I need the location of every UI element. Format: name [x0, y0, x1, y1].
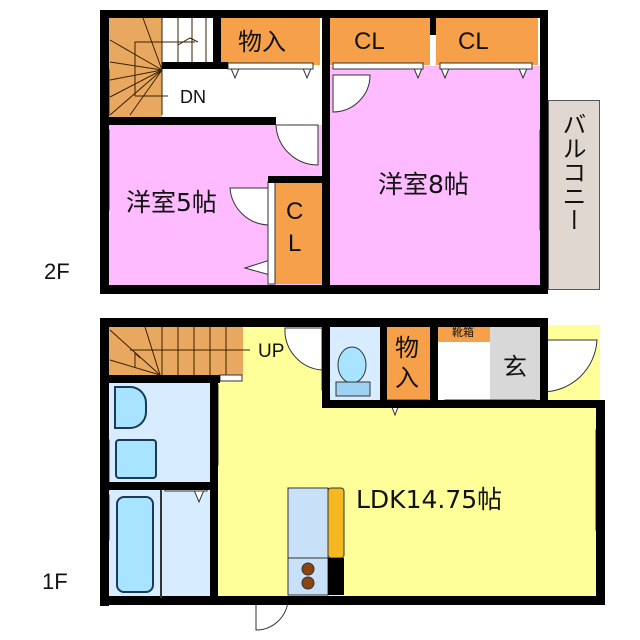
- wall: [430, 10, 436, 35]
- entrance-label: 玄: [503, 353, 527, 381]
- wall: [100, 10, 109, 294]
- closet-b-2f: [436, 15, 538, 65]
- storage-1f-label-bottom: 入: [395, 364, 419, 392]
- wall: [322, 318, 330, 408]
- storage-1f: [386, 325, 432, 400]
- stairs-2f: [108, 15, 162, 117]
- storage-1f-label-top: 物: [395, 334, 419, 362]
- stairs-1f: [108, 325, 243, 375]
- western-room-5-label: 洋室5帖: [126, 188, 217, 217]
- wall: [322, 400, 605, 408]
- hall-dn-label: DN: [180, 87, 206, 107]
- storage-2f-label: 物入: [238, 28, 286, 56]
- wall: [268, 176, 326, 183]
- wall: [596, 400, 605, 605]
- shoe-box: [438, 325, 490, 342]
- entrance: [490, 325, 542, 400]
- storage-2f: [220, 15, 320, 65]
- wall: [540, 10, 548, 294]
- wall: [430, 318, 438, 408]
- wall: [100, 482, 218, 490]
- wall: [213, 10, 221, 65]
- closet-a-2f: [330, 15, 430, 65]
- toilet-1f: [330, 325, 382, 400]
- wall: [100, 117, 276, 125]
- wall: [210, 375, 218, 605]
- wall: [100, 596, 605, 605]
- closet-a-label: CL: [354, 28, 385, 55]
- shoe-box-label: 靴箱: [452, 326, 474, 339]
- wall: [322, 10, 330, 294]
- closet-c-label-top: C: [286, 198, 304, 225]
- western-room-8-label: 洋室8帖: [378, 170, 469, 199]
- closet-b-label: CL: [458, 28, 489, 55]
- wall: [380, 318, 387, 408]
- closet-c-2f: [275, 182, 323, 284]
- ldk-label: LDK14.75帖: [356, 485, 503, 514]
- wall: [100, 375, 220, 383]
- closet-c-label-bottom: L: [288, 230, 302, 257]
- wall: [160, 490, 162, 598]
- floor-label-2f: 2F: [44, 259, 70, 284]
- stairs-up-label: UP: [258, 341, 285, 362]
- wall: [100, 318, 109, 606]
- floor-label-1f: 1F: [42, 569, 68, 594]
- balcony: [548, 100, 600, 290]
- balcony-label: バルコニー: [558, 112, 586, 232]
- washroom-1f: [108, 382, 214, 482]
- wall: [162, 62, 228, 69]
- wall: [540, 318, 548, 406]
- entrance-hall: [438, 342, 490, 400]
